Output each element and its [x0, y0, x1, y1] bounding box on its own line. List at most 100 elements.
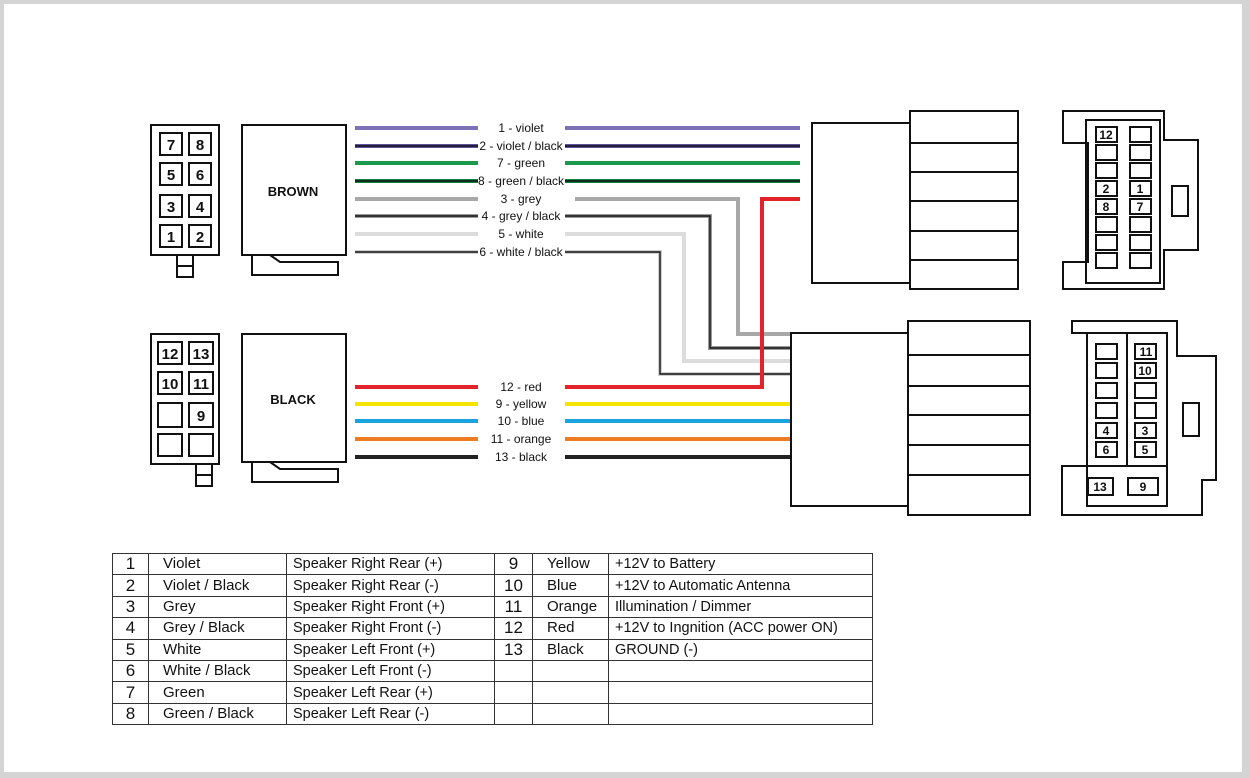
- right-bottom-pin-face: [1061, 320, 1217, 516]
- right-bottom-pin-label: 5: [1142, 443, 1149, 457]
- right-bottom-pin-label: 9: [1140, 480, 1147, 494]
- legend-pin-number: 10: [494, 574, 533, 597]
- legend-wire-color: [532, 702, 609, 726]
- legend-function: Speaker Left Rear (-): [286, 702, 495, 726]
- legend-pin-number: 5: [112, 638, 149, 661]
- legend-pin-number: 13: [494, 638, 533, 661]
- brown-pin-label: 5: [167, 167, 175, 184]
- legend-function: Illumination / Dimmer: [608, 595, 873, 619]
- wire-label: 9 - yellow: [496, 397, 547, 411]
- brown-connector-label: BROWN: [268, 184, 319, 199]
- legend-wire-color: Green: [148, 681, 287, 704]
- right-bottom-pin-label: 11: [1140, 345, 1153, 359]
- brown-pin-label: 8: [196, 137, 204, 154]
- wire-12: [565, 197, 800, 389]
- wire-6-stripe: [565, 251, 790, 375]
- legend-pin-number: 11: [494, 595, 533, 619]
- legend-pin-number: 1: [112, 552, 149, 576]
- legend-wire-color: White: [148, 638, 287, 661]
- brown-pin-label: 3: [167, 199, 175, 216]
- black-pin-label: 13: [193, 346, 210, 363]
- right-top-connector-body: [811, 110, 1019, 290]
- wire-label: 8 - green / black: [478, 174, 565, 188]
- black-connector-body: [241, 333, 347, 483]
- brown-pin-label: 7: [167, 137, 175, 154]
- wires: [355, 126, 800, 459]
- legend-pin-number: 3: [112, 595, 149, 619]
- legend-pin-number: 12: [494, 617, 533, 640]
- legend-wire-color: Grey: [148, 595, 287, 619]
- legend-wire-color: Violet: [148, 552, 287, 576]
- legend-function: +12V to Automatic Antenna: [608, 574, 873, 597]
- right-bottom-pin-label: 13: [1093, 480, 1107, 494]
- brown-connector-body: [241, 124, 347, 276]
- legend-function: GROUND (-): [608, 638, 873, 661]
- legend-function: Speaker Right Front (+): [286, 595, 495, 619]
- legend-pin-number: 2: [112, 574, 149, 597]
- wire-label: 11 - orange: [491, 432, 552, 446]
- legend-pin-number: [494, 659, 533, 683]
- brown-pin-face: [150, 124, 220, 278]
- legend-pin-number: 9: [494, 552, 533, 576]
- legend-pin-number: 6: [112, 659, 149, 683]
- black-pin-label: 9: [197, 408, 205, 425]
- right-top-pin-face: [1062, 110, 1199, 290]
- legend-pin-number: 4: [112, 617, 149, 640]
- brown-pin-label: 4: [196, 199, 205, 216]
- legend-function: [608, 659, 873, 683]
- legend-function: Speaker Left Front (-): [286, 659, 495, 683]
- black-connector-label: BLACK: [270, 392, 316, 407]
- legend-pin-number: 8: [112, 702, 149, 726]
- legend-pin-number: [494, 702, 533, 726]
- legend-pin-number: [494, 681, 533, 704]
- wire-label: 2 - violet / black: [479, 139, 563, 153]
- right-bottom-pin-label: 4: [1103, 424, 1110, 438]
- wire-label: 13 - black: [495, 450, 548, 464]
- legend-function: +12V to Ingnition (ACC power ON): [608, 617, 873, 640]
- brown-pin-label: 6: [196, 167, 204, 184]
- black-pin-label: 12: [162, 346, 179, 363]
- right-top-pin-label: 8: [1103, 200, 1110, 214]
- legend-function: Speaker Left Front (+): [286, 638, 495, 661]
- legend-function: Speaker Right Rear (-): [286, 574, 495, 597]
- wire-label: 12 - red: [500, 380, 541, 394]
- brown-pin-label: 2: [196, 229, 204, 246]
- wire-label: 3 - grey: [501, 192, 542, 206]
- legend-wire-color: Green / Black: [148, 702, 287, 726]
- legend-wire-color: White / Black: [148, 659, 287, 683]
- right-top-pin-label: 7: [1137, 200, 1144, 214]
- legend-wire-color: [532, 681, 609, 704]
- wire-label: 10 - blue: [498, 414, 545, 428]
- wire-label: 6 - white / black: [479, 245, 563, 259]
- legend-pin-number: 7: [112, 681, 149, 704]
- right-top-pin-label: 1: [1137, 182, 1144, 196]
- wire-4-stripe: [565, 215, 790, 349]
- legend-function: Speaker Right Front (-): [286, 617, 495, 640]
- wire-5: [565, 232, 790, 363]
- wire-label: 1 - violet: [498, 121, 544, 135]
- legend-function: [608, 702, 873, 726]
- brown-pin-label: 1: [167, 229, 175, 246]
- black-pin-label: 10: [162, 376, 179, 393]
- right-bottom-pin-label: 6: [1103, 443, 1110, 457]
- right-top-pin-label: 12: [1099, 128, 1113, 142]
- legend-wire-color: Blue: [532, 574, 609, 597]
- right-bottom-pin-label: 10: [1138, 364, 1152, 378]
- legend-wire-color: Grey / Black: [148, 617, 287, 640]
- legend-wire-color: Red: [532, 617, 609, 640]
- wire-label: 5 - white: [498, 227, 544, 241]
- legend-wire-color: [532, 659, 609, 683]
- black-pin-label: 11: [193, 376, 209, 393]
- black-pin-face: [150, 333, 220, 487]
- right-top-pin-label: 2: [1103, 182, 1110, 196]
- legend-wire-color: Violet / Black: [148, 574, 287, 597]
